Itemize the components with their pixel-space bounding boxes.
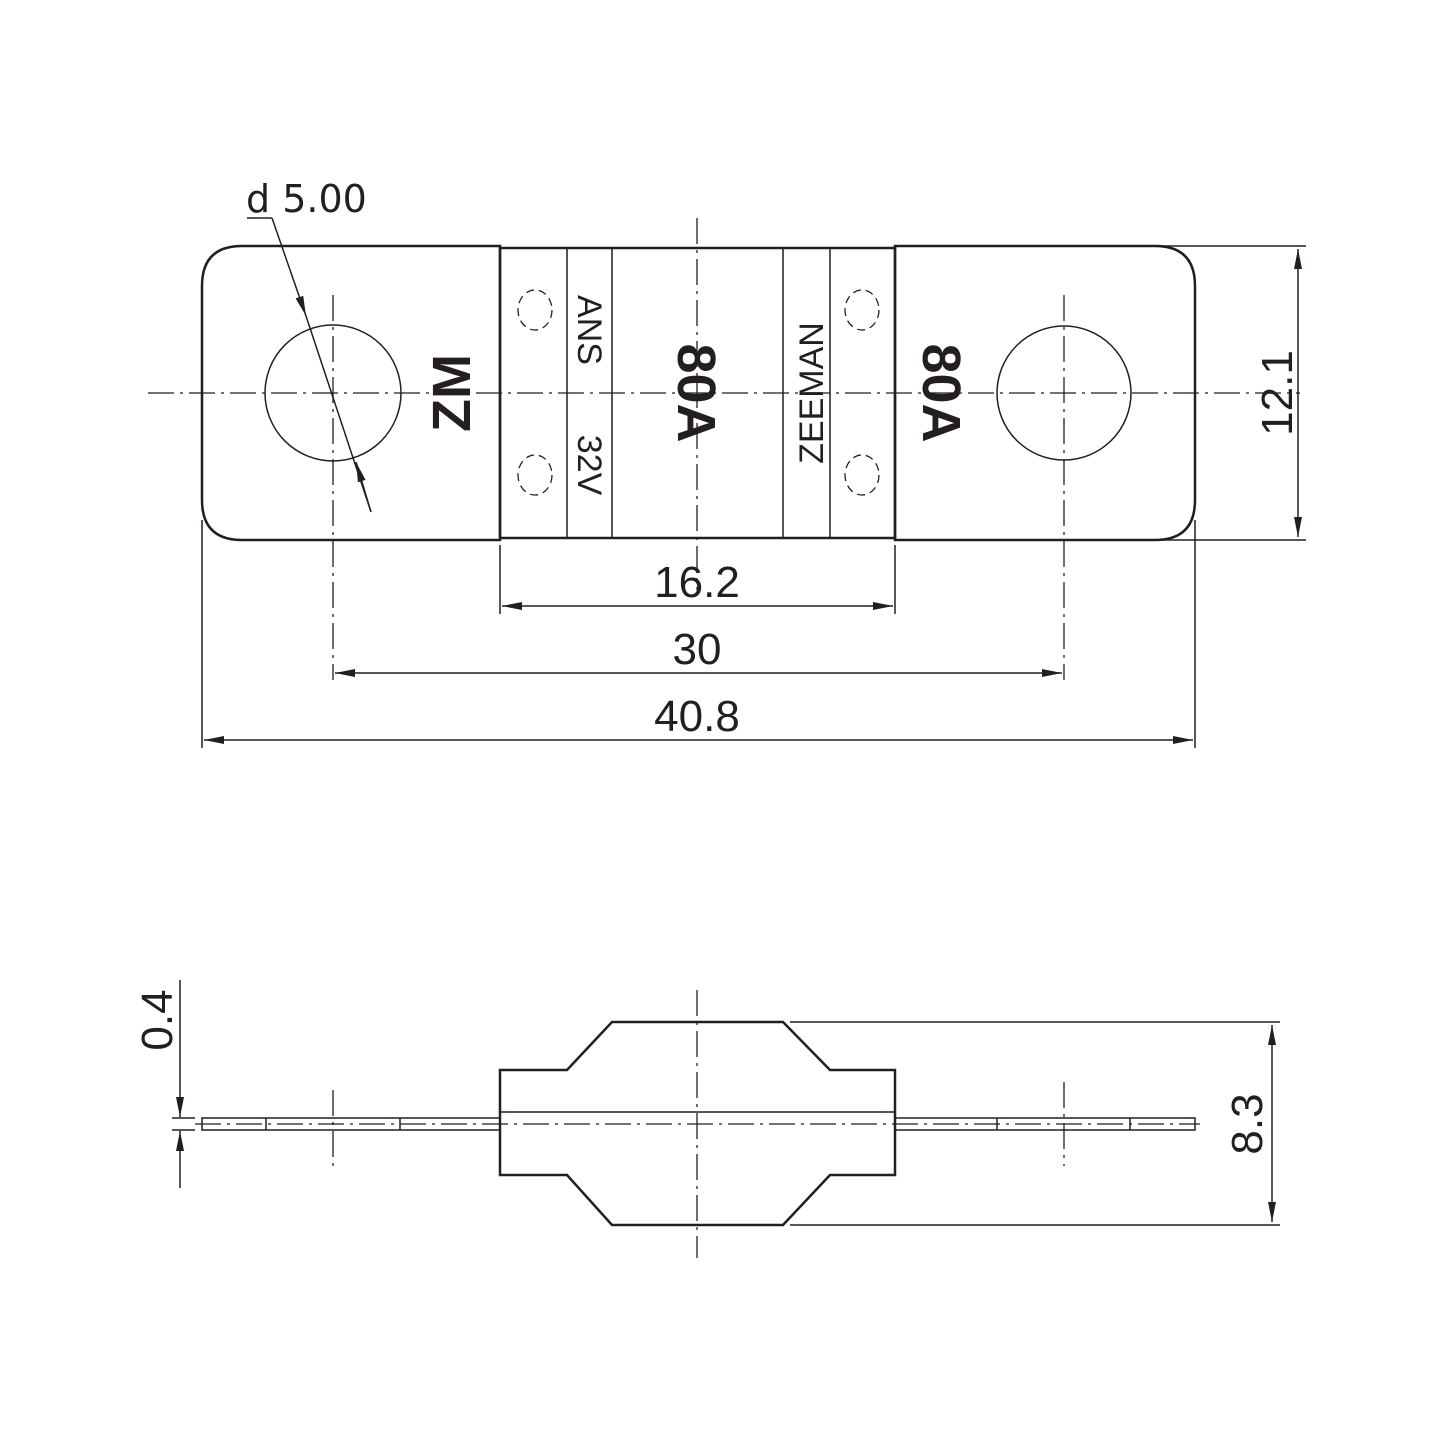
right-tab [893,244,1197,542]
leader-line [271,217,307,317]
rivet-mark [517,454,553,496]
dimension-hole-spacing: 30 [673,625,722,674]
leader-arrow [355,461,372,513]
side-view: 8.3 0.4 [133,980,1280,1258]
marking-brand: ZEEMAN [793,322,831,464]
left-tab [200,244,502,542]
rivet-mark [844,289,880,331]
dimension-body-length: 16.2 [654,558,740,607]
marking-zm: ZM [422,354,482,432]
dimension-body-height: 8.3 [1223,1093,1272,1154]
dimension-overall-length: 40.8 [654,692,740,741]
marking-ans: ANS [570,295,608,365]
hole-diameter-label: d 5.00 [246,177,367,221]
dimension-blade-thickness: 0.4 [133,989,182,1050]
top-view: ZM ANS 32V 80A ZEEMAN 80A d 5.00 12.1 16… [148,177,1306,748]
marking-rating-right: 80A [911,343,971,442]
rivet-mark [844,454,880,496]
rivet-mark [517,289,553,331]
marking-32v: 32V [570,435,608,496]
leader-line [305,315,372,513]
fuse-body-profile [498,1020,897,1227]
dimension-height: 12.1 [1253,350,1302,436]
marking-rating-center: 80A [666,343,726,442]
